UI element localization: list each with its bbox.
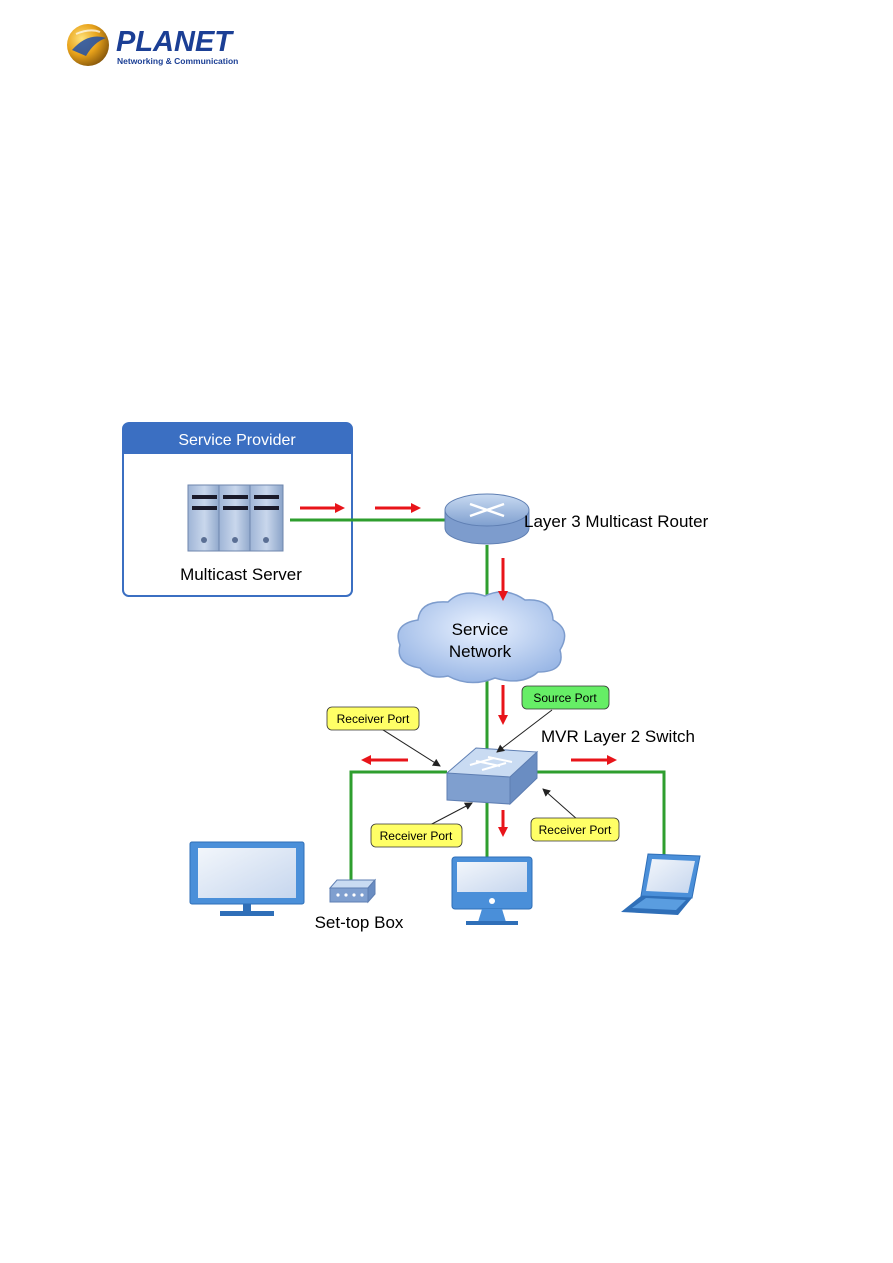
network-links: [290, 518, 666, 880]
service-provider-title: Service Provider: [178, 432, 296, 449]
receiver-port-tag-text: Receiver Port: [539, 823, 612, 837]
receiver-port-tag-text: Receiver Port: [380, 829, 453, 843]
source-port-tag-text: Source Port: [533, 691, 597, 705]
cloud-label-line1: Service: [452, 620, 509, 639]
router-label: Layer 3 Multicast Router: [524, 512, 709, 531]
service-network-cloud-icon: [397, 591, 566, 684]
tv-icon: [189, 841, 305, 916]
multicast-flow-arrows: [300, 503, 617, 837]
receiver-port-tag-text: Receiver Port: [337, 712, 410, 726]
source-port-tag: Source Port: [521, 685, 610, 710]
brand-name: PLANET: [116, 26, 234, 58]
desktop-monitor-icon: [451, 856, 533, 925]
set-top-box-label: Set-top Box: [315, 913, 404, 932]
router-icon: [444, 493, 530, 545]
receiver-port-tag: Receiver Port: [370, 823, 463, 848]
laptop-icon: [621, 853, 701, 915]
cloud-label-line2: Network: [449, 642, 512, 661]
switch-icon: [445, 747, 539, 806]
tag-pointers: [379, 709, 579, 826]
planet-logo: PLANET Networking & Communication: [67, 24, 238, 66]
multicast-server-icon: [187, 484, 284, 552]
brand-tagline: Networking & Communication: [117, 56, 238, 66]
multicast-server-label: Multicast Server: [180, 565, 302, 584]
switch-label: MVR Layer 2 Switch: [541, 727, 695, 746]
receiver-port-tag: Receiver Port: [326, 706, 420, 731]
receiver-port-tag: Receiver Port: [530, 817, 620, 842]
set-top-box-icon: [328, 878, 377, 904]
